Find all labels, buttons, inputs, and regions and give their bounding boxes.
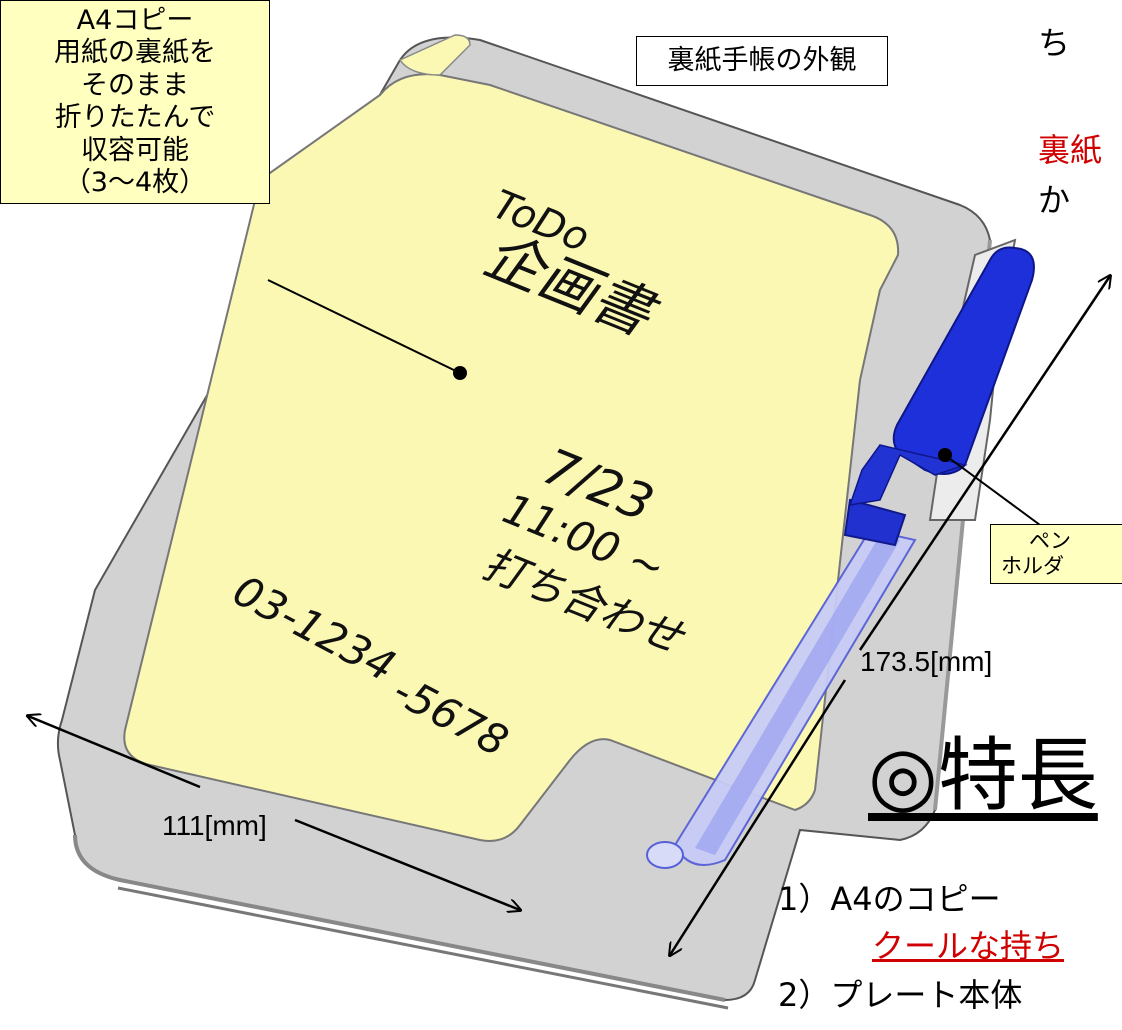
- width-dimension-arrow-a: [28, 716, 201, 789]
- right-fragment-top: ち: [1038, 24, 1071, 62]
- storage-line: そのまま: [81, 69, 189, 101]
- storage-leader-line: [267, 279, 461, 374]
- width-dimension-arrow-b: [294, 818, 520, 910]
- pen-callout-line: ペン: [1029, 529, 1071, 553]
- diagram-title: 裏紙手帳の外観: [636, 36, 888, 87]
- storage-line: A4コピー: [76, 5, 194, 36]
- storage-line: 収容可能: [81, 134, 189, 166]
- width-dimension-label: 111[mm]: [162, 810, 267, 841]
- top-tab-corner: [398, 34, 471, 76]
- pen-callout: ペン ホルダ: [990, 524, 1122, 585]
- pen-leader-dot: [938, 448, 952, 462]
- height-dimension-label: 173.5[mm]: [860, 646, 993, 677]
- feature-2: 2）プレート本体: [778, 976, 1023, 1014]
- features-heading: ◎特長: [868, 729, 1098, 822]
- pen-leader-line: [944, 454, 1041, 526]
- pen: [646, 246, 1035, 869]
- feature-1-sub: クールな持ち: [872, 927, 1065, 965]
- storage-line: （3～4枚）: [63, 166, 207, 198]
- feature-1: 1）A4のコピー: [778, 880, 1001, 918]
- height-dimension-arrow-b: [670, 679, 847, 955]
- storage-line: 折りたたんで: [54, 102, 216, 134]
- right-red-fragment: 裏紙: [1038, 131, 1103, 169]
- right-fragment-2: か: [1038, 181, 1071, 219]
- height-dimension-arrow-a: [858, 276, 1110, 651]
- storage-line: 用紙の裏紙を: [54, 37, 216, 69]
- storage-leader-dot: [453, 366, 467, 380]
- pen-callout-line: ホルダ: [1001, 554, 1064, 579]
- storage-callout: A4コピー 用紙の裏紙を そのまま 折りたたんで 収容可能 （3～4枚）: [0, 0, 270, 205]
- note-paper: [123, 73, 900, 842]
